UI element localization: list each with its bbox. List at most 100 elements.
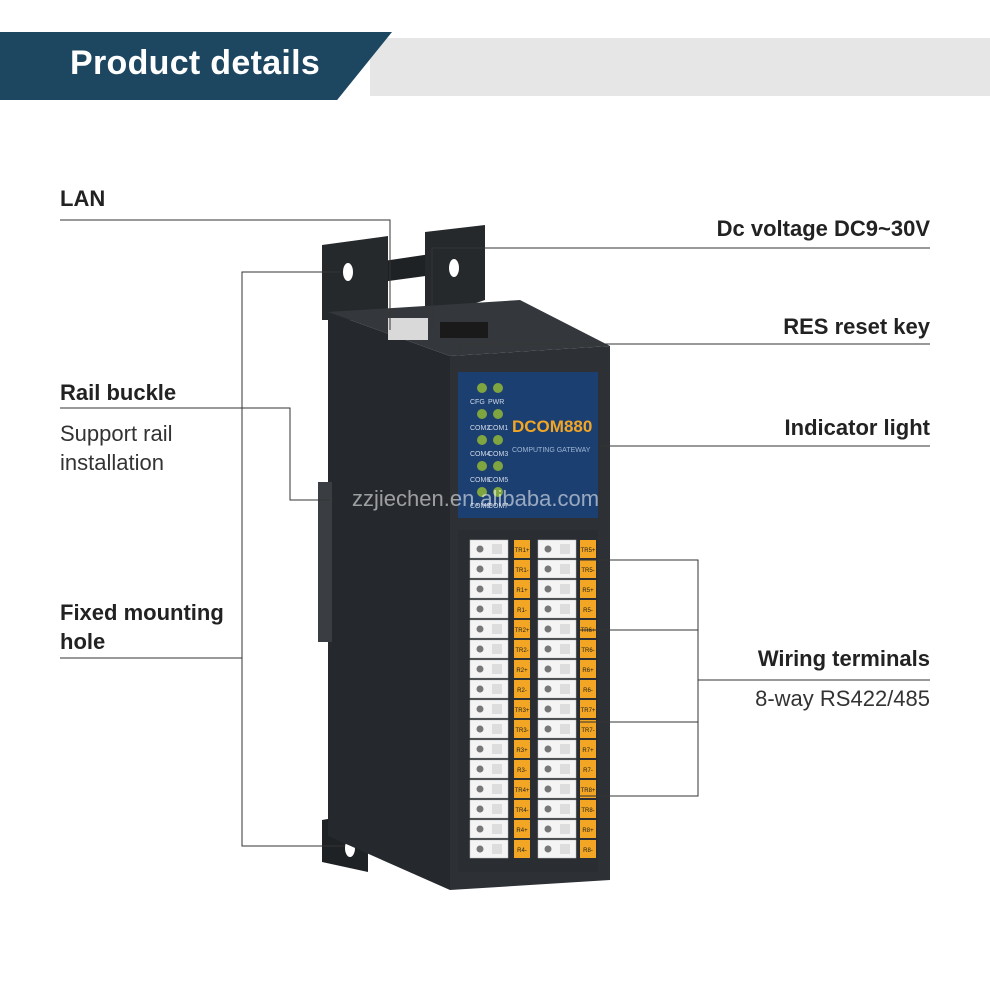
terminal-label-strip [580,840,596,858]
terminal-label: R4+ [516,828,528,834]
terminal-label: R6- [583,688,593,694]
terminal-slot [537,719,577,739]
terminal-label: TR7+ [581,708,596,714]
terminal-label: R2- [517,688,527,694]
terminal-label: TR8+ [581,788,596,794]
label-res-reset: RES reset key [783,314,930,339]
led-label: COM1 [488,425,508,432]
terminal-slot [537,539,577,559]
terminal-slot [469,839,509,859]
label-lan: LAN [60,186,106,211]
watermark: zzjiechen.en.alibaba.com [352,486,600,511]
terminal-label-strip [580,620,596,638]
terminal-screw-icon [476,685,484,693]
terminal-screw-icon [476,705,484,713]
mounting-hole-icon [343,263,353,281]
led-label: COM4 [470,451,490,458]
terminal-release-tab [492,684,502,694]
terminal-screw-icon [476,585,484,593]
label-fixed-mounting: Fixed mounting [60,600,224,625]
terminal-label-strip [580,580,596,598]
led-label: COM7 [488,503,508,510]
terminal-label: TR1- [515,568,528,574]
terminal-screw-icon [544,645,552,653]
terminal-label: R7+ [582,748,594,754]
model-subtitle: COMPUTING GATEWAY [512,447,591,454]
terminal-release-tab [560,724,570,734]
terminal-slot [537,839,577,859]
terminal-label: TR3+ [515,708,530,714]
terminal-screw-icon [544,685,552,693]
terminal-label: TR5+ [581,548,596,554]
terminal-label-strip [580,720,596,738]
terminal-screw-icon [476,825,484,833]
label-dc-voltage: Dc voltage DC9~30V [716,216,930,241]
terminal-release-tab [560,564,570,574]
terminal-label-strip [580,700,596,718]
terminal-label: R8+ [582,828,594,834]
terminal-slot [537,739,577,759]
header-band [370,38,990,96]
terminal-release-tab [492,544,502,554]
terminal-label-strip [580,820,596,838]
terminal-label-strip [580,680,596,698]
terminal-release-tab [560,544,570,554]
terminal-label-strip [580,800,596,818]
terminal-release-tab [560,804,570,814]
terminal-screw-icon [476,805,484,813]
terminal-release-tab [560,844,570,854]
led-label: COM3 [488,451,508,458]
terminal-label: R3- [517,768,527,774]
terminal-label: R5- [583,608,593,614]
terminal-label-strip [514,560,530,578]
terminal-slot [537,579,577,599]
terminal-slot [537,799,577,819]
page-title: Product details [70,44,321,82]
terminal-release-tab [560,664,570,674]
terminal-screw-icon [476,565,484,573]
terminal-release-tab [560,644,570,654]
terminal-slot [469,819,509,839]
terminal-release-tab [560,744,570,754]
terminal-screw-icon [544,545,552,553]
terminal-label-strip [580,760,596,778]
terminal-slot [469,579,509,599]
terminal-label: R7- [583,768,593,774]
terminal-label-strip [514,840,530,858]
led-icon [477,487,487,497]
terminal-label: TR1+ [515,548,530,554]
led-label: CFG [470,399,485,406]
terminal-release-tab [492,644,502,654]
terminal-slot [537,599,577,619]
terminal-label-strip [514,820,530,838]
terminal-screw-icon [544,825,552,833]
terminal-release-tab [560,684,570,694]
terminal-label-strip [514,620,530,638]
label-rail-sub-1: Support rail [60,421,173,446]
terminal-release-tab [492,704,502,714]
terminal-slot [537,679,577,699]
terminal-label-strip [514,540,530,558]
terminal-slot [537,619,577,639]
led-icon [477,461,487,471]
terminal-label: TR8- [581,808,594,814]
terminal-slot [537,639,577,659]
terminal-label: R8- [583,848,593,854]
terminal-slot [469,659,509,679]
terminal-label: R2+ [516,668,528,674]
terminal-slot [469,599,509,619]
led-label: COM8 [470,503,490,510]
terminal-screw-icon [544,585,552,593]
terminal-screw-icon [476,625,484,633]
terminal-slot [537,779,577,799]
terminal-slot [537,659,577,679]
terminal-release-tab [492,824,502,834]
terminal-label-strip [514,680,530,698]
terminal-slot [537,819,577,839]
led-icon [477,409,487,419]
terminal-screw-icon [476,725,484,733]
terminal-release-tab [492,584,502,594]
terminal-release-tab [492,844,502,854]
